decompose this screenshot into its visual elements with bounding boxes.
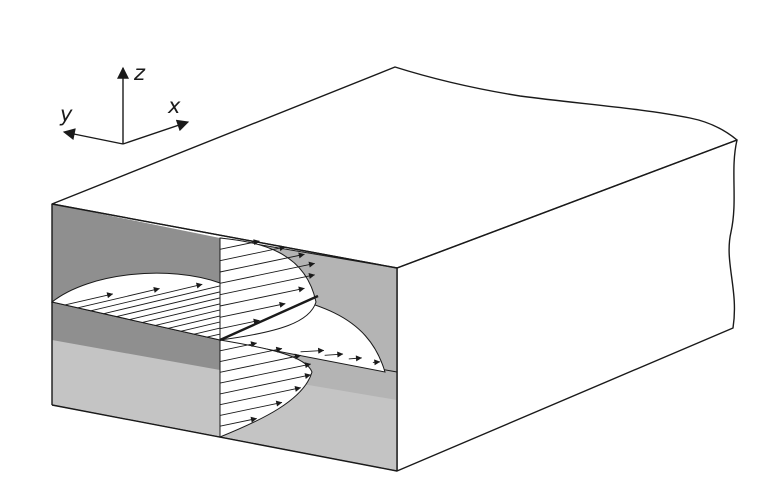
velocity-arrow [219,301,286,318]
velocity-arrow [219,400,283,416]
velocity-arrow [300,347,325,354]
vertical-velocity-profile [219,237,319,438]
velocity-arrow [219,346,283,362]
velocity-arrow [219,239,260,250]
vertical-profile-lower-surface [219,339,313,438]
velocity-arrow [219,252,305,273]
velocity-arrow [219,353,302,373]
channel-box [51,66,738,472]
x-axis [122,119,190,145]
y-axis-label: y [59,102,73,126]
front-bottom-edge [51,404,398,472]
velocity-arrow [219,261,315,284]
velocity-arrow [219,385,302,406]
centerline-thick [219,294,319,342]
velocity-arrow [348,355,362,362]
velocity-arrow [77,286,160,309]
velocity-arrow [219,245,286,262]
right-side-face [396,139,738,472]
front-top-edge [51,203,398,269]
velocity-arrow [219,416,258,427]
vertical-profile-arrows [219,239,315,427]
y-axis [62,128,124,145]
velocity-arrow [219,318,260,330]
velocity-arrow [64,292,114,306]
velocity-arrow [219,273,315,296]
velocity-arrow [103,279,240,315]
velocity-arrow [219,341,258,352]
coordinate-axes: z x y [59,61,190,145]
velocity-arrow [219,362,312,384]
velocity-arrow [219,286,305,307]
velocity-arrow [90,282,203,312]
top-face [51,66,738,269]
velocity-arrow [324,351,344,358]
x-axis-label: x [167,94,181,118]
velocity-arrow [219,373,312,395]
velocity-arrow [372,359,381,366]
z-axis-label: z [133,61,146,85]
